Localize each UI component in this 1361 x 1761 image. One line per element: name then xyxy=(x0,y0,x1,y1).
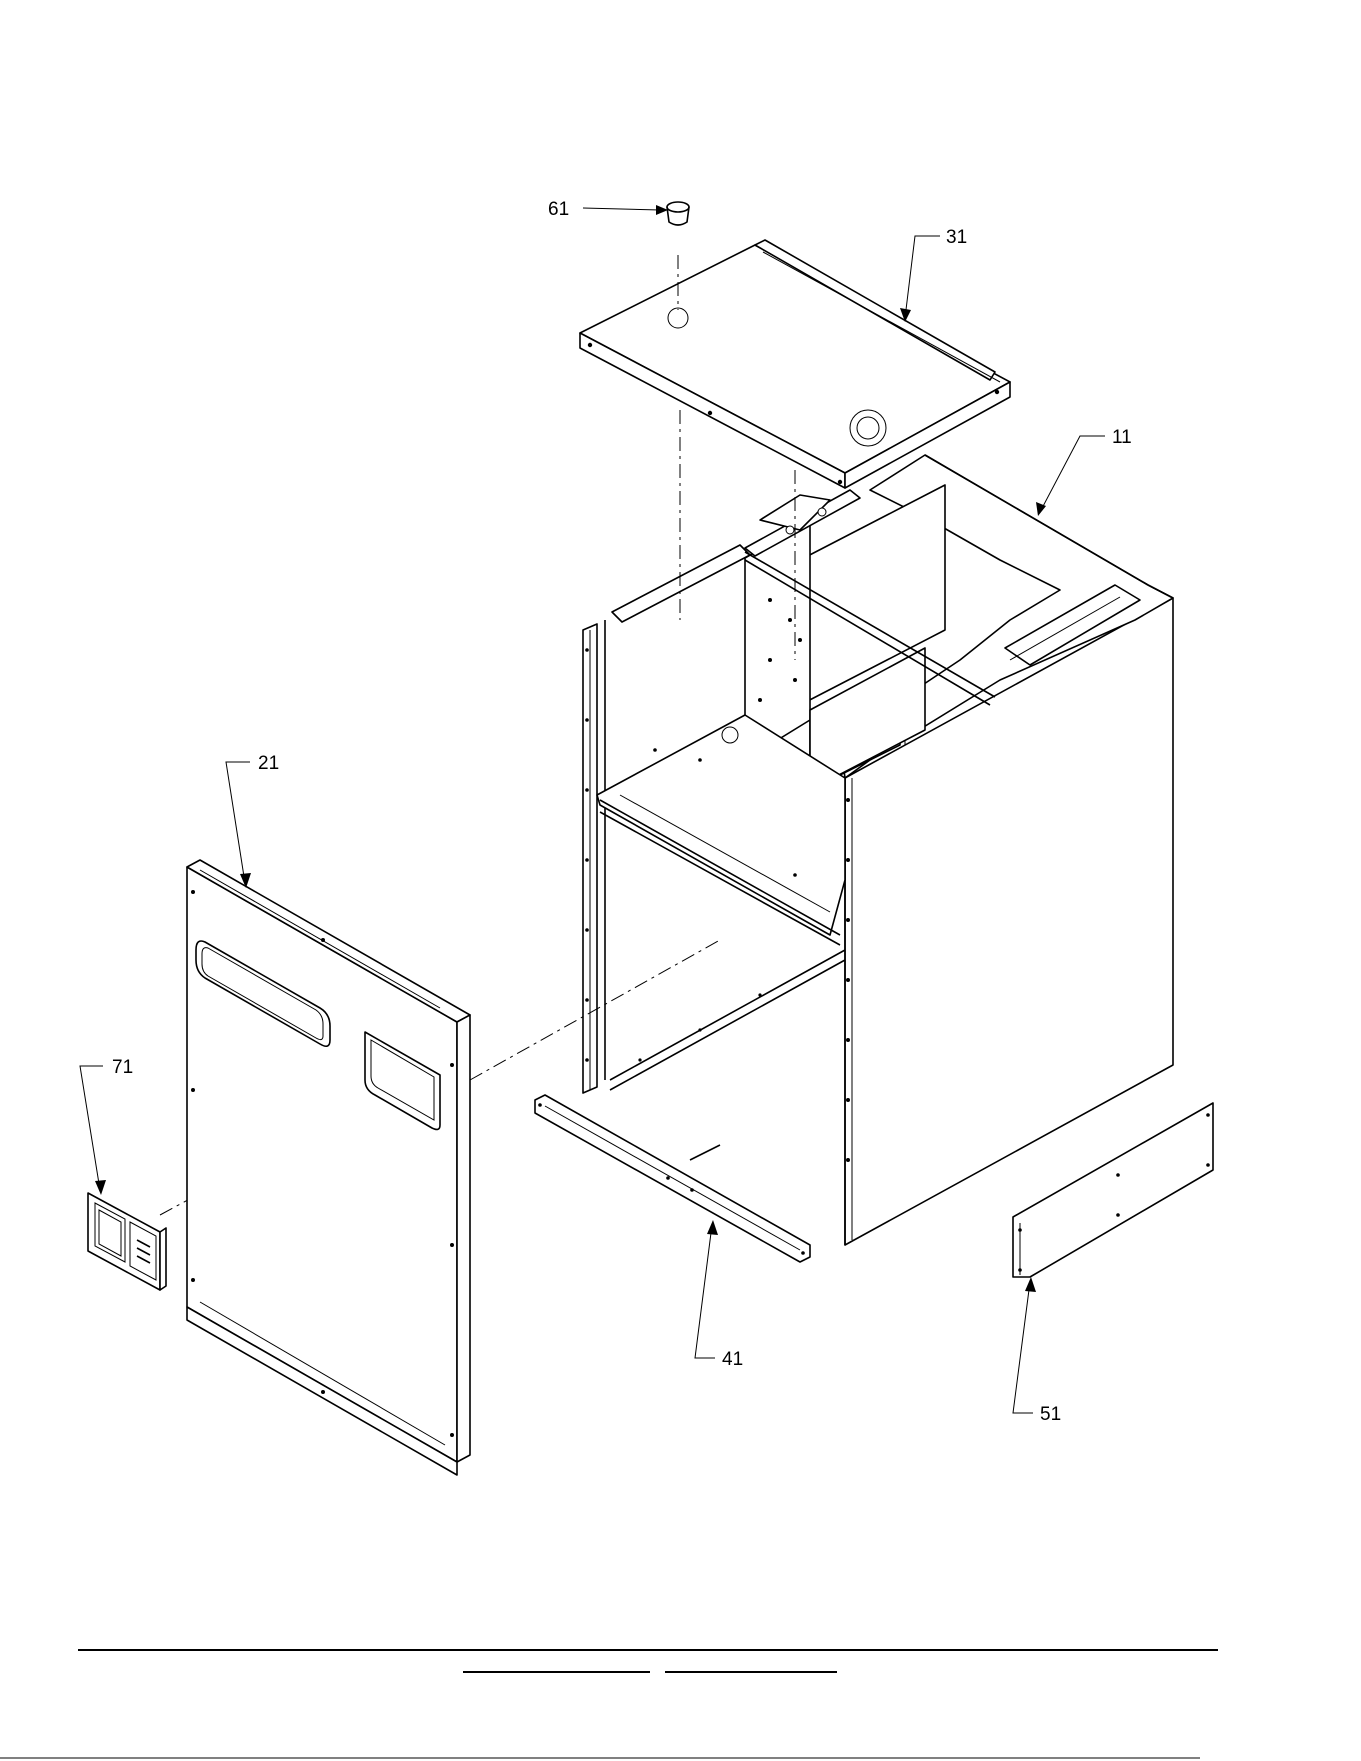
callout-61: 61 xyxy=(548,199,569,220)
callout-41: 41 xyxy=(722,1349,743,1370)
plug-part-61 xyxy=(667,202,689,225)
callout-11: 11 xyxy=(1112,427,1132,448)
door-panel-part-21 xyxy=(187,860,470,1475)
callout-21: 21 xyxy=(258,753,279,774)
top-panel-part-31 xyxy=(580,240,1010,488)
label-plate-part-71 xyxy=(88,1193,166,1290)
callout-71: 71 xyxy=(112,1057,133,1078)
bottom-rail-part-41 xyxy=(535,1095,810,1262)
callout-51: 51 xyxy=(1040,1404,1061,1425)
cabinet-part-11 xyxy=(583,455,1173,1245)
callout-31: 31 xyxy=(946,227,967,248)
